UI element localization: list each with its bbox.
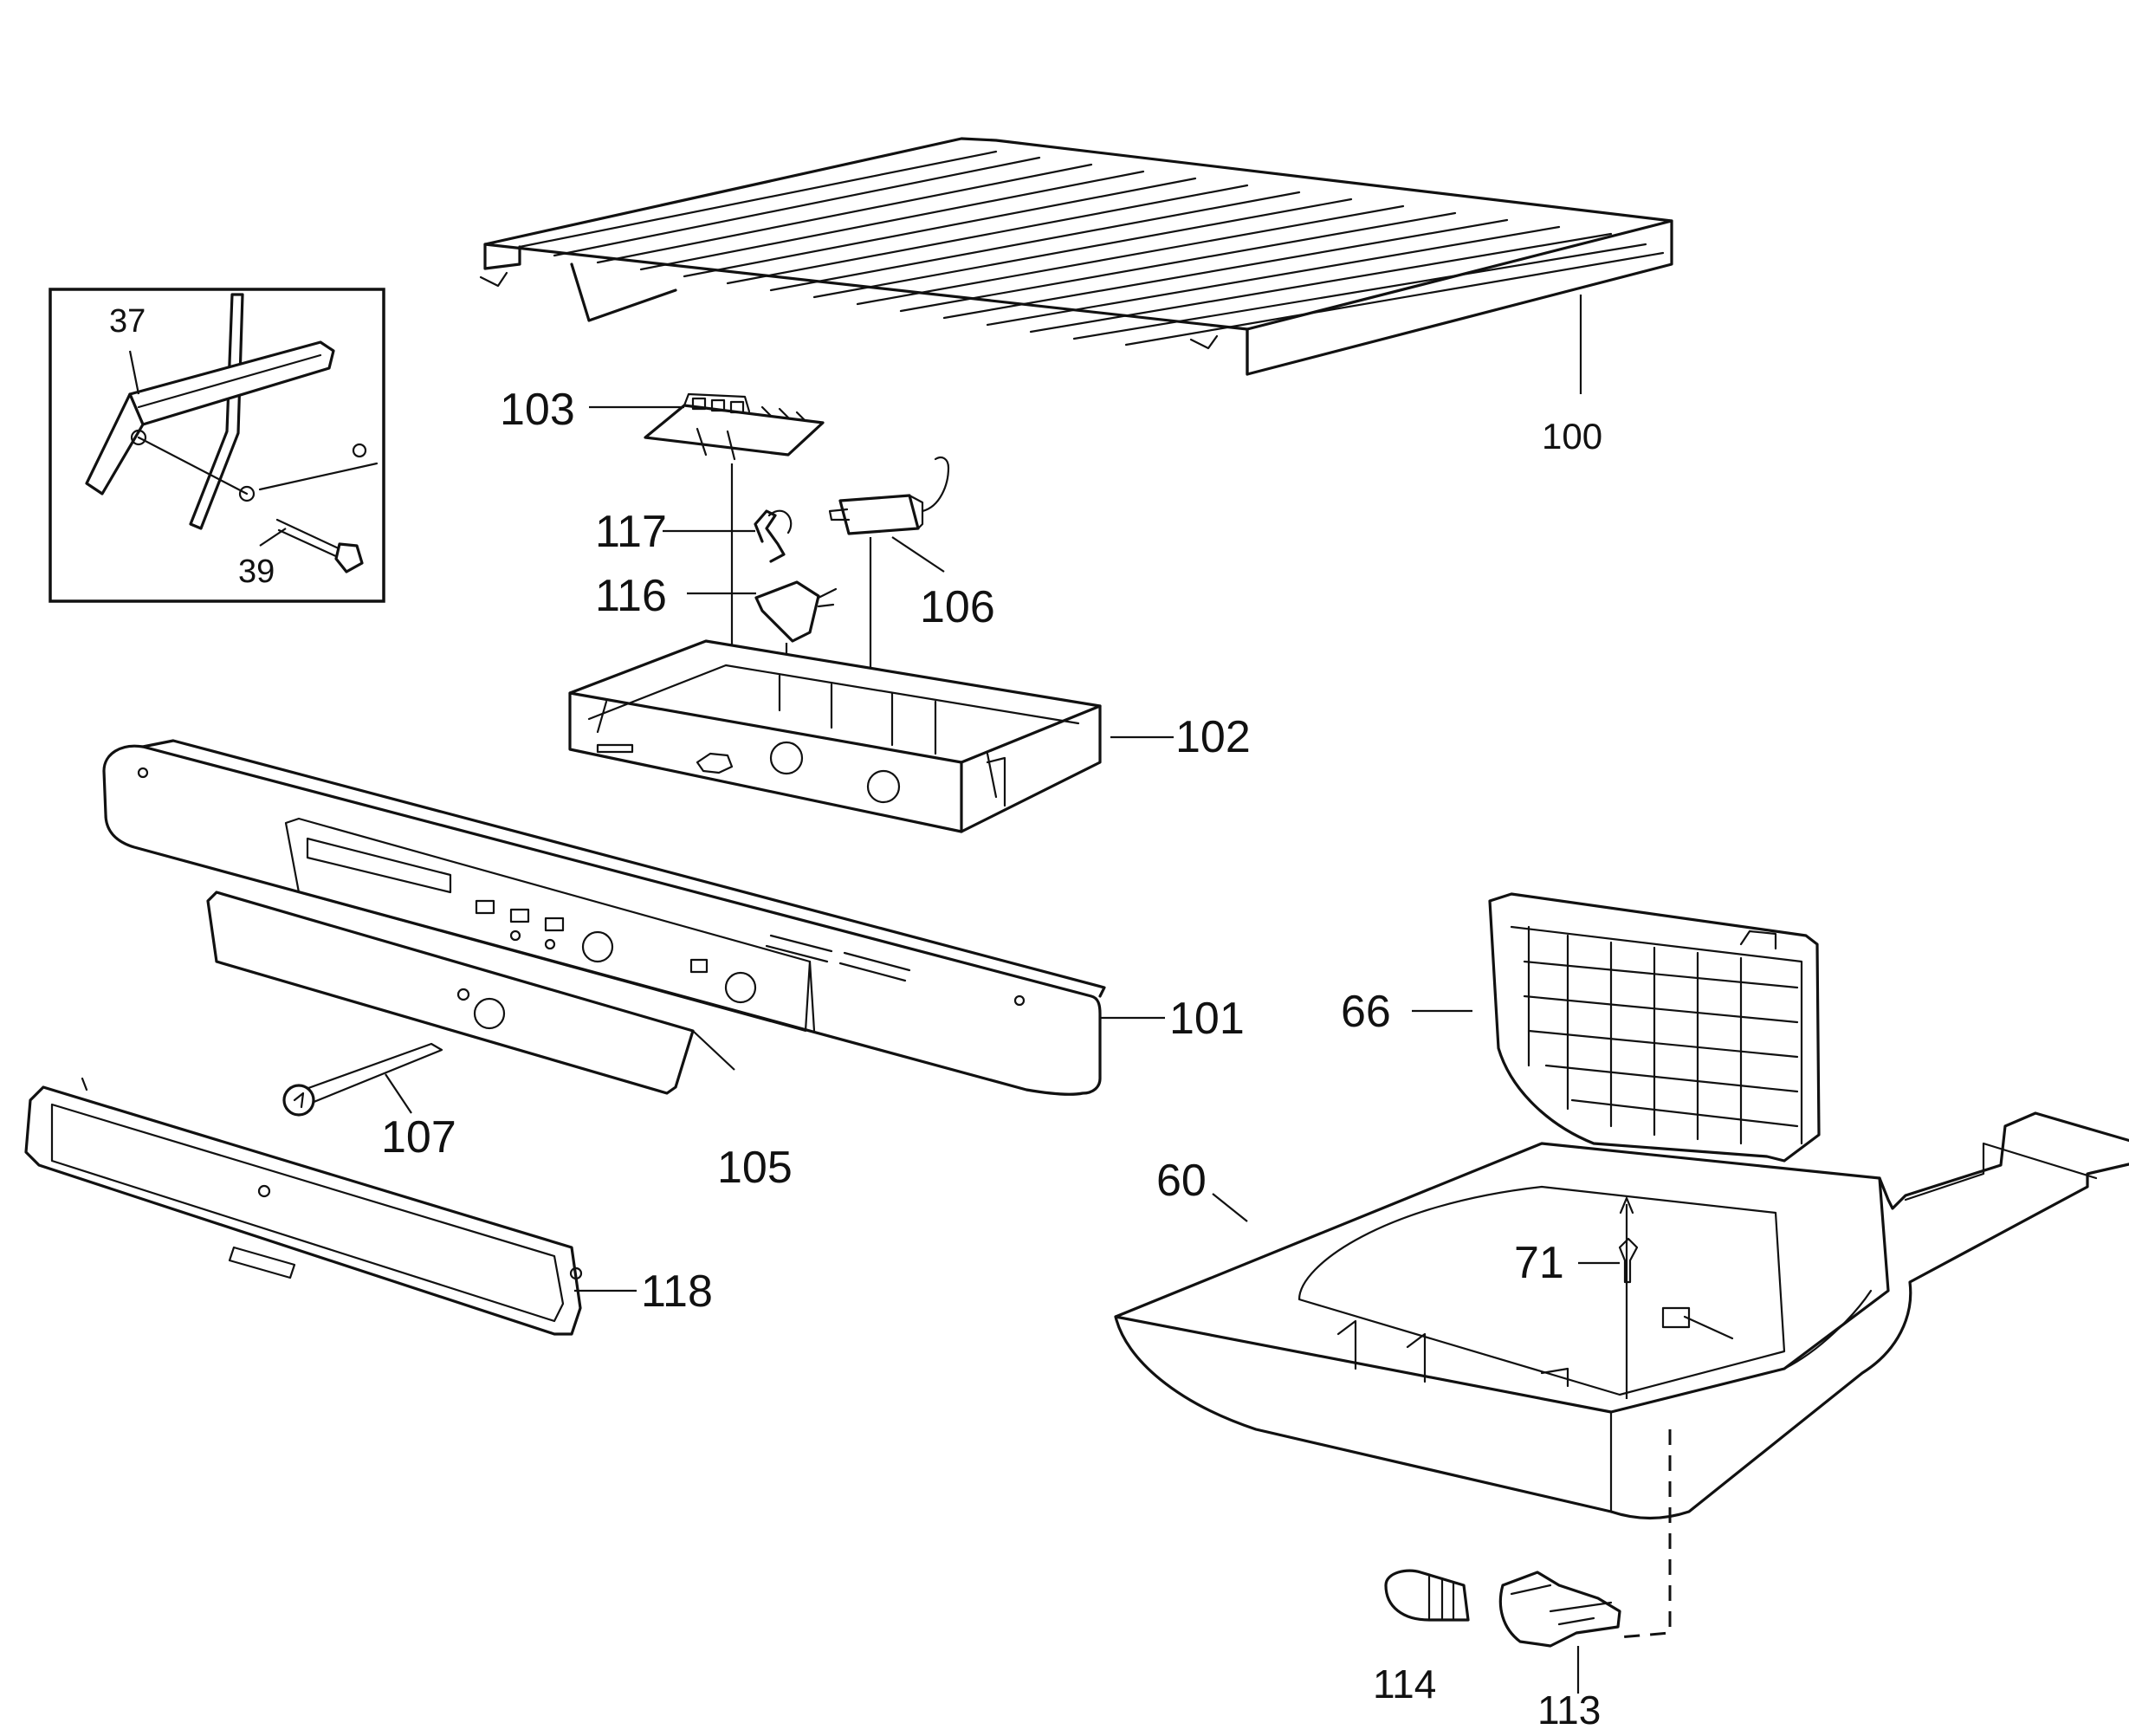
part-66-grille (1488, 892, 1821, 1163)
callout-116: 116 (595, 571, 667, 621)
callout-71: 71 (1514, 1238, 1564, 1288)
inset-detail (49, 288, 385, 603)
arrow-71 (1619, 1196, 1634, 1399)
callout-102: 102 (1175, 712, 1251, 762)
part-60-tray (1114, 1111, 2129, 1520)
callout-118: 118 (641, 1266, 713, 1317)
part-103-holder (644, 392, 825, 461)
part-113-socket (1498, 1571, 1621, 1648)
callout-105: 105 (717, 1143, 793, 1193)
callout-100: 100 (1542, 416, 1602, 457)
callout-60: 60 (1156, 1156, 1207, 1206)
dashed-line-113 (1619, 1429, 1672, 1639)
callout-107: 107 (381, 1112, 456, 1163)
callout-106: 106 (920, 582, 995, 632)
callout-39: 39 (238, 554, 275, 590)
callout-101: 101 (1169, 994, 1245, 1044)
part-105-trim (206, 891, 695, 1095)
callout-37: 37 (109, 303, 146, 340)
part-114-plug (1384, 1569, 1470, 1622)
callout-117: 117 (595, 507, 667, 557)
part-118-cover (24, 1077, 583, 1336)
part-100-shelf (479, 137, 1673, 376)
callout-66: 66 (1341, 987, 1391, 1037)
part-117-spring (754, 509, 793, 563)
leader-lines (128, 295, 1620, 1694)
part-101-front-panel (102, 739, 1106, 1096)
callout-103: 103 (500, 385, 575, 435)
callout-labels: 37 39 100 103 117 116 106 102 101 105 10… (109, 303, 1602, 1733)
part-107-shaft (282, 1042, 443, 1117)
callout-114: 114 (1373, 1662, 1436, 1707)
part-102-box (568, 639, 1102, 833)
part-106-thermostat (828, 456, 950, 535)
part-116-lampholder (754, 580, 838, 643)
callout-113: 113 (1537, 1687, 1601, 1733)
